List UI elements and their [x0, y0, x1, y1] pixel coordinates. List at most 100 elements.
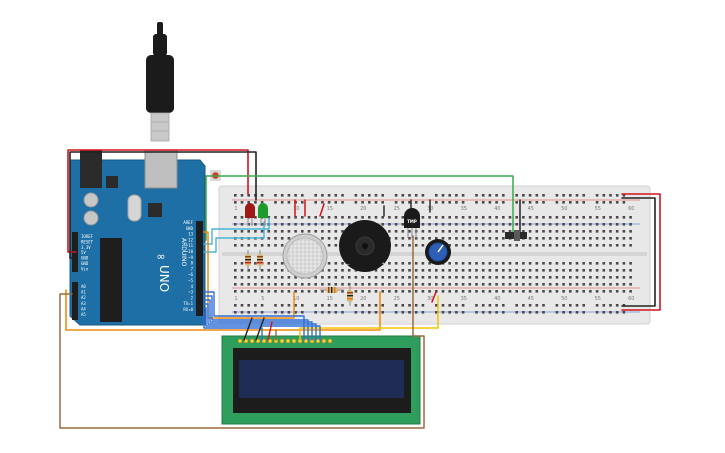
breadboard-hole: [502, 262, 505, 265]
lcd-pin[interactable]: [285, 338, 291, 344]
breadboard-hole: [448, 283, 451, 286]
breadboard-hole: [528, 194, 532, 197]
lcd-pin[interactable]: [249, 338, 255, 344]
breadboard-hole: [448, 201, 451, 204]
breadboard-hole: [522, 276, 525, 279]
breadboard-hole: [495, 244, 498, 247]
lcd-pin[interactable]: [315, 338, 321, 344]
lcd-pin[interactable]: [267, 338, 273, 344]
breadboard-hole: [321, 276, 324, 279]
breadboard-hole: [481, 230, 485, 233]
breadboard-hole: [280, 290, 284, 293]
breadboard-hole: [394, 311, 398, 314]
breadboard-hole: [334, 230, 338, 233]
breadboard-hole: [535, 304, 539, 307]
resistor-4[interactable]: [347, 286, 353, 306]
breadboard-hole: [274, 230, 277, 233]
breadboard-hole: [448, 276, 451, 279]
lcd-pin[interactable]: [255, 338, 261, 344]
resistor-1[interactable]: [245, 250, 251, 270]
breadboard-hole: [488, 223, 492, 226]
resistor-3[interactable]: [320, 287, 344, 293]
piezo-buzzer[interactable]: + −: [339, 220, 391, 272]
led-red[interactable]: [245, 203, 255, 226]
breadboard-hole: [475, 304, 478, 307]
slide-switch[interactable]: [505, 230, 527, 241]
wire-black-power-rail: [621, 197, 656, 307]
breadboard-hole: [234, 311, 237, 314]
breadboard-hole: [234, 194, 237, 197]
breadboard-hole: [622, 216, 626, 219]
breadboard-hole: [401, 244, 405, 247]
resistor-2[interactable]: [257, 250, 263, 270]
breadboard-hole: [575, 262, 579, 265]
led-green[interactable]: [258, 203, 268, 226]
breadboard-hole: [247, 276, 250, 279]
breadboard-column-number: 20: [360, 296, 366, 302]
lcd-pin-header[interactable]: [237, 338, 333, 344]
breadboard-hole: [595, 304, 599, 307]
breadboard-hole: [475, 276, 478, 279]
breadboard-hole: [307, 290, 311, 293]
lcd-pin[interactable]: [291, 338, 297, 344]
temperature-sensor[interactable]: TMP: [404, 208, 420, 238]
breadboard-hole: [381, 201, 384, 204]
lcd-16x2[interactable]: [221, 335, 421, 425]
breadboard-hole: [629, 237, 632, 240]
digital-pin-label: ~6: [188, 272, 193, 277]
breadboard-hole: [615, 216, 619, 219]
breadboard-hole: [535, 244, 539, 247]
breadboard-hole: [240, 290, 244, 293]
breadboard-hole: [475, 237, 478, 240]
breadboard-hole: [341, 201, 344, 204]
lcd-pin[interactable]: [237, 338, 243, 344]
wire-black-lcd1: [243, 317, 253, 341]
breadboard-hole: [528, 237, 532, 240]
breadboard-hole: [488, 276, 492, 279]
breadboard-hole: [388, 223, 391, 226]
usb-cable[interactable]: [146, 22, 174, 142]
breadboard-hole: [582, 223, 585, 226]
breadboard-hole: [287, 304, 291, 307]
potentiometer[interactable]: [425, 239, 451, 265]
lcd-pin[interactable]: [279, 338, 285, 344]
breadboard-hole: [582, 201, 585, 204]
breadboard-hole: [488, 311, 492, 314]
breadboard-hole: [435, 269, 438, 272]
breadboard-hole: [408, 290, 411, 293]
breadboard-hole: [381, 216, 384, 219]
breadboard-hole: [629, 283, 632, 286]
lcd-pin[interactable]: [327, 338, 333, 344]
digital-header[interactable]: [196, 221, 203, 316]
breadboard-hole: [542, 262, 545, 265]
breadboard-hole: [602, 223, 606, 226]
arduino-uno-board[interactable]: ∞ ARDUINO UNO AREFGND1312~11~10~987~6~54…: [69, 149, 221, 326]
wires[interactable]: [59, 149, 661, 429]
breadboard-hole: [314, 201, 317, 204]
tmp-label: TMP: [407, 219, 417, 224]
lcd-pin[interactable]: [303, 338, 309, 344]
breadboard-hole: [602, 194, 606, 197]
breadboard-hole: [408, 244, 411, 247]
lcd-pin[interactable]: [243, 338, 249, 344]
breadboard-hole: [267, 262, 271, 265]
lcd-pin[interactable]: [261, 338, 267, 344]
breadboard-hole: [361, 194, 364, 197]
breadboard-hole: [475, 230, 478, 233]
breadboard-hole: [287, 237, 291, 240]
breadboard-hole: [334, 262, 338, 265]
analog-pin-label: A3: [81, 301, 86, 306]
analog-header[interactable]: [72, 282, 78, 320]
breadboard-hole: [615, 194, 619, 197]
breadboard-hole: [615, 311, 619, 314]
breadboard-hole: [327, 201, 331, 204]
breadboard-hole: [461, 269, 465, 272]
lcd-pin[interactable]: [321, 338, 327, 344]
breadboard-hole: [461, 283, 465, 286]
gas-sensor[interactable]: [282, 233, 328, 279]
breadboard-hole: [609, 230, 612, 233]
breadboard-hole: [515, 276, 518, 279]
breadboard-hole: [562, 216, 565, 219]
breadboard-column-number: 1: [234, 296, 237, 302]
